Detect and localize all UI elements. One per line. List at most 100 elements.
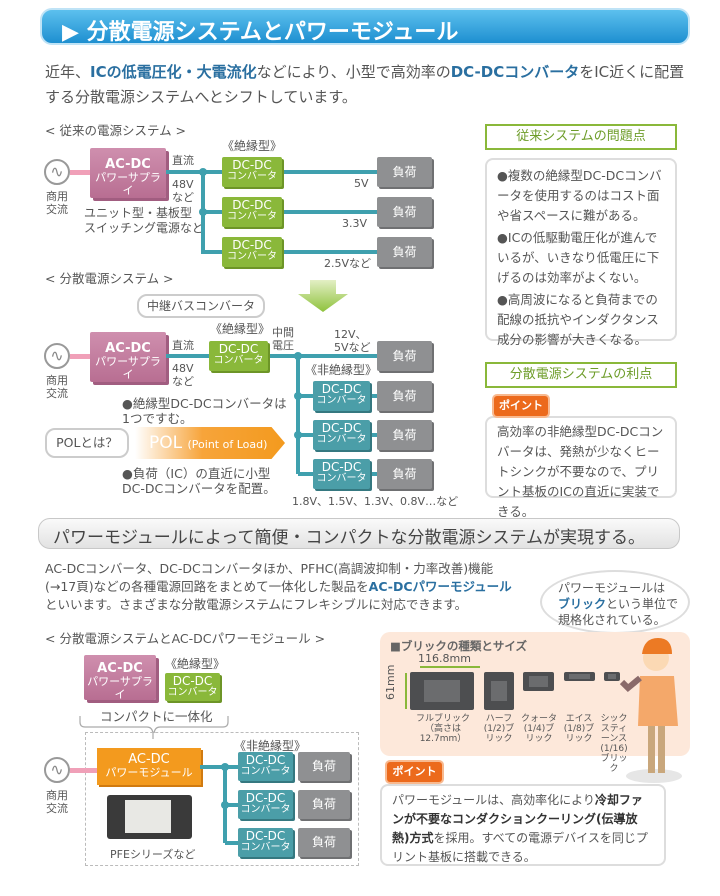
junction <box>199 208 207 216</box>
photo-label: PFEシリーズなど <box>110 848 196 861</box>
junction <box>221 763 229 771</box>
ac-source-icon: ∿ <box>44 159 70 185</box>
isolated-label: 《絶縁型》 <box>210 322 271 336</box>
note-isolated: ●絶縁型DC-DCコンバータは1つですむ。 <box>122 396 287 426</box>
dc-label: 直流 <box>172 339 194 352</box>
problem-item: ●複数の絶縁型DC-DCコンバータを使用するのはコスト面や省スペースに難がある。 <box>497 168 662 223</box>
pol-bubble: POLとは？ <box>45 428 129 458</box>
junction <box>294 352 302 360</box>
voltage-label: 5V <box>354 177 369 190</box>
relay-bubble: 中継バスコンバータ <box>137 294 265 318</box>
bus-vertical <box>296 356 300 474</box>
ac-source-icon: ∿ <box>44 343 70 369</box>
page-title: ▶ 分散電源システムとパワーモジュール <box>40 8 690 45</box>
pfe-module-photo <box>107 795 192 839</box>
eighth-brick <box>564 672 595 681</box>
note-pol: ●負荷（IC）の直近に小型DC-DCコンバータを配置。 <box>122 466 276 496</box>
sixteenth-brick <box>604 672 620 681</box>
dc-label: 直流 <box>172 154 194 167</box>
ac-line <box>70 768 100 773</box>
brick-label: フルブリック（高さは12.7mm） <box>415 714 470 744</box>
load: 負荷 <box>377 157 432 187</box>
source-label: 商用交流 <box>46 789 68 815</box>
worker-character-icon <box>619 638 682 783</box>
problem-item: ●ICの低駆動電圧化が進んでいるが、いきなり低電圧に下げるのは効率がよくない。 <box>497 230 660 285</box>
isolated-label: 《絶縁型》 <box>222 139 283 153</box>
bus-line <box>200 765 240 769</box>
down-arrow-icon <box>298 280 348 312</box>
point-box: パワーモジュールは、高効率化により冷却ファンが不要なコンダクションクーリング(伝… <box>380 784 666 866</box>
conventional-title: < 従来の電源システム > <box>45 123 187 138</box>
module-diagram-title: < 分散電源システムとAC-DCパワーモジュール > <box>45 631 326 646</box>
half-brick <box>484 672 514 710</box>
full-brick <box>410 672 474 710</box>
non-isolated-label: 《非絶縁型》 <box>234 739 307 753</box>
load: 負荷 <box>377 341 432 371</box>
point-tag: ポイント <box>494 396 548 416</box>
module-dashed-frame <box>85 732 359 866</box>
point-tag: ポイント <box>387 762 442 782</box>
bus-branch <box>203 210 378 214</box>
brick-label: シックスティーンス(1/16)ブリック <box>600 714 628 774</box>
unit-note: ユニット型・基板型スイッチング電源など <box>84 206 205 235</box>
ac-line <box>70 354 92 359</box>
load: 負荷 <box>377 197 432 227</box>
problems-box: ●複数の絶縁型DC-DCコンバータを使用するのはコスト面や省スペースに難がある。… <box>485 158 677 347</box>
brick-height-label: 61mm <box>384 664 397 700</box>
load: 負荷 <box>298 752 350 781</box>
bus-branch <box>225 841 240 845</box>
bus-branch <box>203 250 378 254</box>
section2-title: パワーモジュールによって簡便・コンパクトな分散電源システムが実現する。 <box>38 518 680 549</box>
speech-bubble: パワーモジュールはブリックという単位で規格化されている。 <box>540 570 690 634</box>
load: 負荷 <box>377 420 432 450</box>
advantages-box: 高効率の非絶縁型DC-DCコンバータは、発熱が少なくヒートシンクが不要なので、プ… <box>485 416 677 519</box>
non-isolated-label: 《非絶縁型》 <box>305 363 378 377</box>
advantages-title: 分散電源システムの利点 <box>485 362 677 388</box>
width-dimension <box>420 666 480 668</box>
ac-line <box>70 170 92 175</box>
bus-line <box>166 354 378 358</box>
junction <box>294 431 302 439</box>
isolated-label: 《絶縁型》 <box>165 657 226 671</box>
load: 負荷 <box>298 790 350 819</box>
brick-title: ■ブリックの種類とサイズ <box>390 639 528 653</box>
mid-voltage-label: 中間電圧 <box>272 326 294 352</box>
source-label: 商用交流 <box>46 190 68 216</box>
problem-item: ●高周波になると負荷までの配線の抵抗やインダクタンス成分の影響が大きくなる。 <box>497 292 659 347</box>
v48-label: 48Vなど <box>172 362 194 388</box>
ac-source-icon: ∿ <box>44 757 70 783</box>
load: 負荷 <box>377 381 432 411</box>
brick-label: エイス(1/8)ブリック <box>563 714 595 744</box>
problems-title: 従来システムの問題点 <box>485 124 677 150</box>
height-dimension <box>405 673 407 709</box>
compact-label: コンパクトに一体化 <box>100 709 213 724</box>
load: 負荷 <box>377 237 432 267</box>
intro-text: 近年、ICの低電圧化・大電流化などにより、小型で高効率のDC-DCコンバータをI… <box>45 63 685 106</box>
source-label: 商用交流 <box>46 374 68 400</box>
voltage-label: 12V、5Vなど <box>334 328 371 354</box>
brick-width-label: 116.8mm <box>418 652 471 665</box>
quarter-brick <box>523 672 554 691</box>
distributed-title: < 分散電源システム > <box>45 271 174 286</box>
pol-arrow: POL (Point of Load) <box>135 427 285 459</box>
brick-label: ハーフ(1/2)ブリック <box>483 714 515 744</box>
low-voltages-label: 1.8V、1.5V、1.3V、0.8V…など <box>292 495 459 508</box>
junction <box>221 801 229 809</box>
section2-text: AC-DCコンバータ、DC-DCコンバータほか、PFHC(高調波抑制・力率改善)… <box>45 561 512 612</box>
junction <box>294 392 302 400</box>
junction <box>199 168 207 176</box>
